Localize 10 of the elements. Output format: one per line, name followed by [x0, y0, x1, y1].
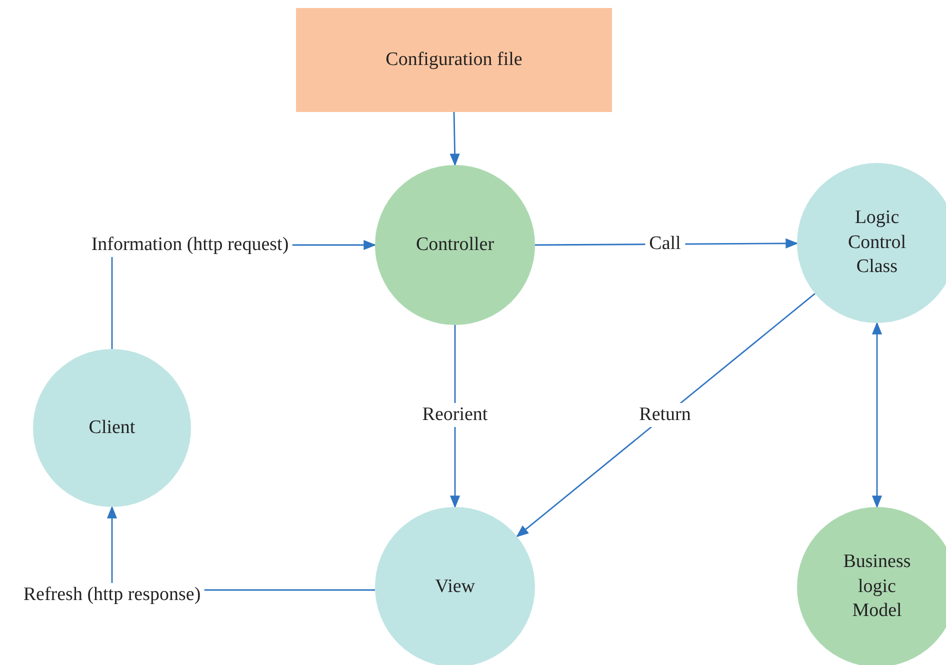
node-label: View [434, 574, 475, 599]
node-label: Business logic Model [842, 550, 912, 624]
arrow [450, 112, 460, 166]
arrow [872, 322, 882, 508]
arrow [516, 293, 816, 538]
node-label: Client [88, 416, 136, 440]
node-label: Controller [416, 232, 494, 257]
node-label: Configuration file [386, 48, 522, 72]
config-box [296, 8, 612, 112]
node-label: Logic Control Class [846, 206, 908, 280]
